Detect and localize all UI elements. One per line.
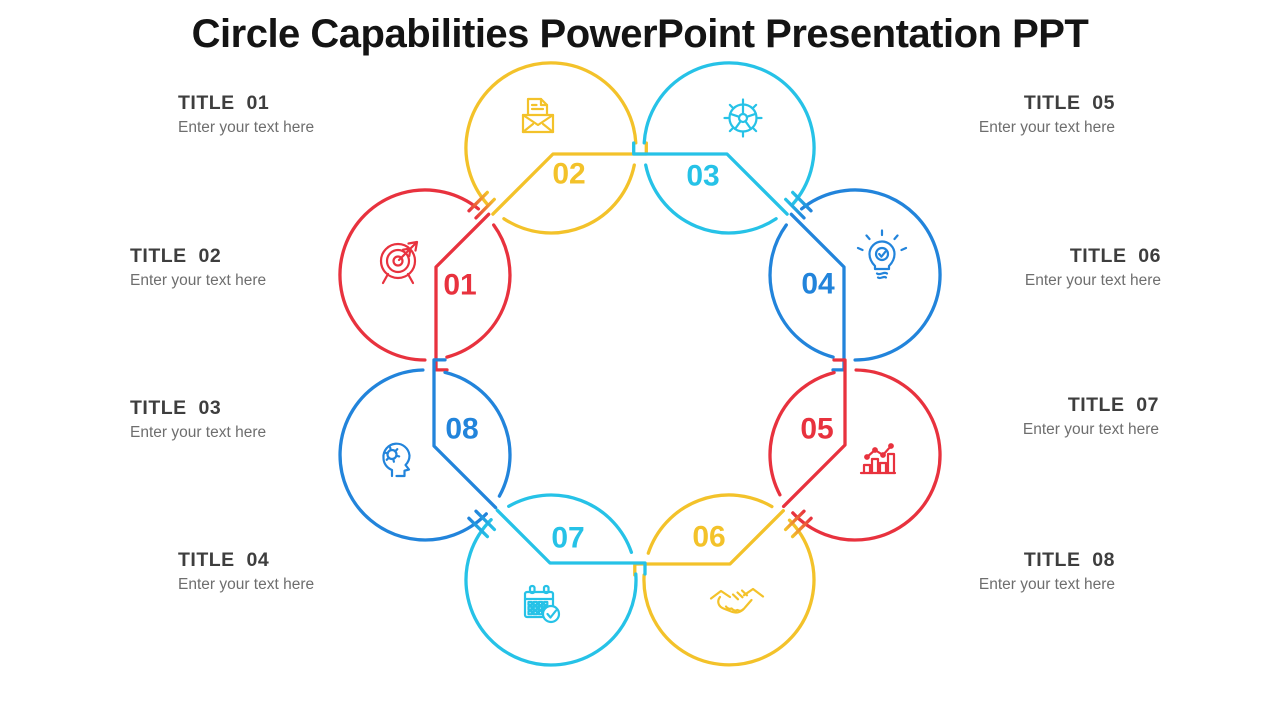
node-wedge (789, 212, 846, 372)
node-circle (338, 188, 512, 362)
link-segments (467, 190, 496, 220)
node-wedge (434, 212, 491, 372)
node-circle (464, 61, 638, 235)
placeholder-title: TITLE 07 (1067, 394, 1159, 416)
node-wedge (495, 508, 647, 576)
node-number: 05 (800, 413, 833, 446)
text-placeholder-07[interactable]: TITLE 07 Enter your text here (1022, 394, 1159, 439)
capability-node-01: 01 (338, 188, 512, 372)
text-placeholder-02[interactable]: TITLE 02 Enter your text here (130, 245, 267, 290)
placeholder-title: TITLE 04 (178, 549, 270, 571)
text-placeholder-08[interactable]: TITLE 08 Enter your text here (978, 549, 1115, 594)
text-placeholder-04[interactable]: TITLE 04 Enter your text here (178, 549, 315, 594)
handshake-icon (709, 587, 765, 614)
node-circle (768, 368, 942, 542)
placeholder-subtitle: Enter your text here (178, 119, 315, 137)
capability-node-04: 04 (768, 188, 942, 372)
mind-gear-icon (382, 442, 411, 478)
placeholder-title: TITLE 03 (130, 397, 222, 419)
link-segments (783, 509, 813, 539)
text-placeholder-03[interactable]: TITLE 03 Enter your text here (130, 397, 267, 442)
placeholder-subtitle: Enter your text here (978, 576, 1115, 594)
node-number: 01 (443, 269, 476, 302)
node-number: 08 (445, 413, 478, 446)
node-number: 02 (552, 158, 585, 191)
link-segments (467, 509, 497, 539)
node-wedge (432, 358, 498, 510)
placeholder-subtitle: Enter your text here (130, 424, 267, 442)
bulb-icon (856, 229, 908, 280)
placeholder-title: TITLE 05 (1023, 92, 1115, 114)
placeholder-subtitle: Enter your text here (130, 272, 267, 290)
placeholder-subtitle: Enter your text here (1024, 272, 1161, 290)
mail-icon (521, 97, 555, 134)
capability-node-02: 02 (464, 61, 648, 235)
placeholder-title: TITLE 06 (1069, 245, 1161, 267)
placeholder-title: TITLE 02 (130, 245, 222, 267)
placeholder-title: TITLE 01 (178, 92, 270, 114)
capability-node-08: 08 (338, 358, 512, 542)
calendar-icon (523, 584, 561, 624)
node-circle (464, 493, 638, 667)
text-placeholder-01[interactable]: TITLE 01 Enter your text here (178, 92, 315, 137)
placeholder-subtitle: Enter your text here (978, 119, 1115, 137)
node-circle (768, 188, 942, 362)
node-wedge (633, 509, 785, 577)
text-placeholder-05[interactable]: TITLE 05 Enter your text here (978, 92, 1115, 137)
placeholder-title: TITLE 08 (1023, 549, 1115, 571)
placeholder-subtitle: Enter your text here (1022, 421, 1159, 439)
node-circle (642, 493, 816, 667)
link-segments (784, 190, 813, 220)
node-wedge (632, 141, 789, 216)
node-number: 03 (686, 160, 719, 193)
capability-node-07: 07 (464, 493, 647, 667)
node-number: 06 (692, 521, 725, 554)
target-icon (379, 240, 419, 285)
placeholder-subtitle: Enter your text here (178, 576, 315, 594)
slide-title: Circle Capabilities PowerPoint Presentat… (191, 12, 1089, 56)
node-circle (338, 368, 512, 542)
text-placeholder-06[interactable]: TITLE 06 Enter your text here (1024, 245, 1161, 290)
node-number: 04 (801, 268, 835, 301)
node-number: 07 (551, 522, 584, 555)
capability-node-03: 03 (632, 61, 816, 235)
gear-icon (723, 98, 763, 138)
capability-node-06: 06 (633, 493, 816, 667)
growth-chart-icon (859, 443, 897, 475)
node-wedge (781, 358, 847, 509)
capability-node-05: 05 (768, 358, 942, 542)
node-wedge (491, 141, 648, 216)
node-circle (642, 61, 816, 235)
